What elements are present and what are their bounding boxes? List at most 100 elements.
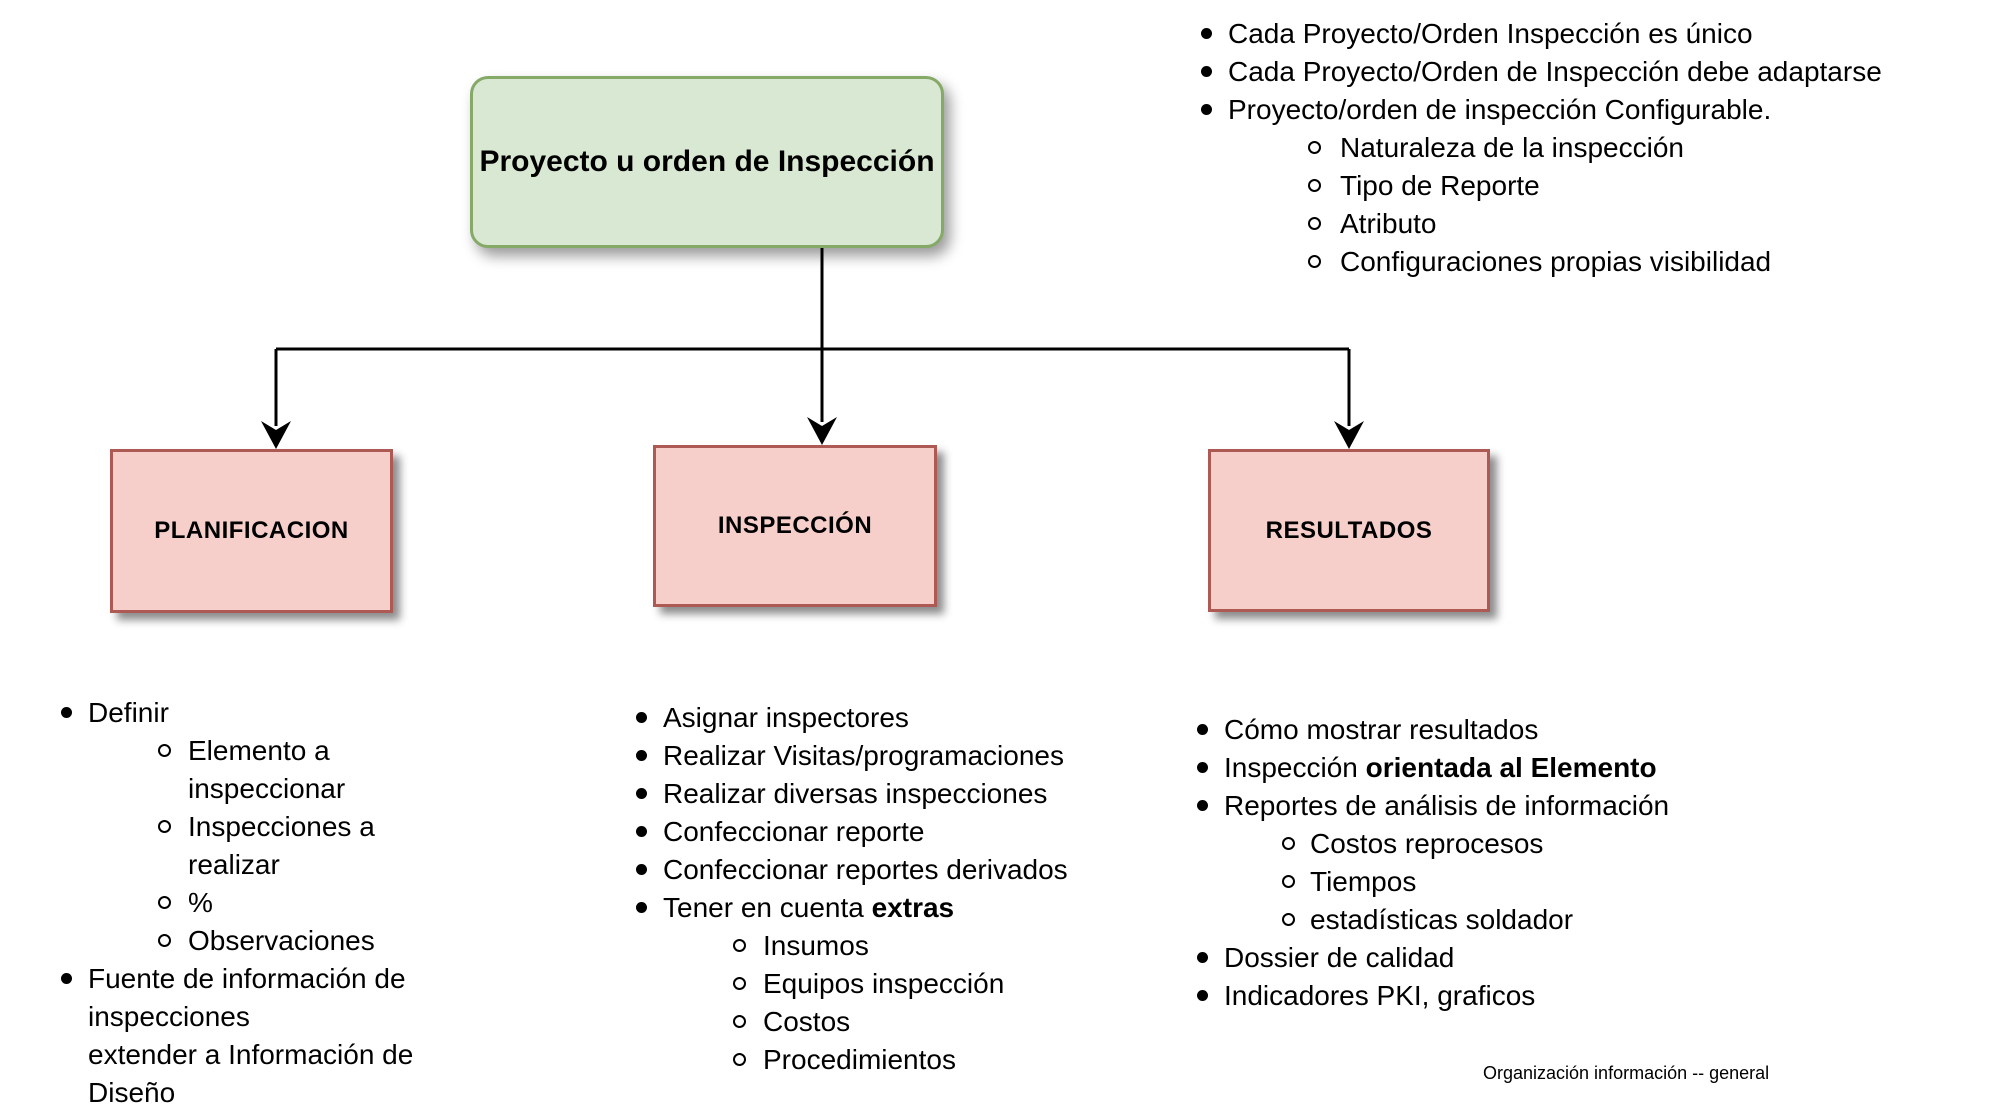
list-item-text: Naturaleza de la inspección — [1340, 132, 1684, 163]
branch-box-resultados: RESULTADOS — [1208, 449, 1490, 612]
list-item: Tiempos — [1186, 863, 1836, 901]
bullet-dot-icon — [636, 826, 647, 837]
bullet-dot-icon — [636, 864, 647, 875]
list-item-text: Confeccionar reportes derivados — [663, 854, 1068, 885]
list-item: Cómo mostrar resultados — [1186, 711, 1836, 749]
bullet-dot-icon — [1201, 66, 1212, 77]
bullet-circle-icon — [158, 744, 171, 757]
list-item: Insumos — [625, 927, 1195, 965]
list-item-text: Cada Proyecto/Orden Inspección es único — [1228, 18, 1753, 49]
bullet-dot-icon — [636, 788, 647, 799]
list-item: Cada Proyecto/Orden de Inspección debe a… — [1190, 53, 1990, 91]
list-item: Tipo de Reporte — [1190, 167, 1990, 205]
branch-box-label: RESULTADOS — [1265, 516, 1433, 544]
list-item-text: Tiempos — [1310, 866, 1417, 897]
list-item: % — [50, 884, 470, 922]
bullet-circle-icon — [733, 939, 746, 952]
list-item: Fuente de información de inspecciones ex… — [50, 960, 470, 1104]
bullet-circle-icon — [1308, 141, 1321, 154]
list-item: Atributo — [1190, 205, 1990, 243]
list-item-text: Inspección orientada al Elemento — [1224, 752, 1657, 783]
list-item: Asignar inspectores — [625, 699, 1195, 737]
list-item-text: Atributo — [1340, 208, 1437, 239]
branch-box-label: PLANIFICACION — [154, 517, 349, 544]
list-item-text: Realizar Visitas/programaciones — [663, 740, 1064, 771]
bullet-dot-icon — [1197, 952, 1208, 963]
list-item-text: Cómo mostrar resultados — [1224, 714, 1539, 745]
bullet-circle-icon — [733, 977, 746, 990]
list-item: Costos — [625, 1003, 1195, 1041]
bullet-dot-icon — [1201, 104, 1212, 115]
list-item: Procedimientos — [625, 1041, 1195, 1079]
list-item-text: Tener en cuenta extras — [663, 892, 955, 923]
bullet-circle-icon — [733, 1053, 746, 1066]
list-item-text: Dossier de calidad — [1224, 942, 1455, 973]
bullet-dot-icon — [1197, 762, 1208, 773]
bullet-circle-icon — [1282, 913, 1295, 926]
bullet-circle-icon — [158, 934, 171, 947]
list-item-text: estadísticas soldador — [1310, 904, 1574, 935]
list-item: Configuraciones propias visibilidad — [1190, 243, 1990, 281]
list-item: estadísticas soldador — [1186, 901, 1836, 939]
list-item: Inspecciones a realizar — [50, 808, 470, 884]
list-item: Confeccionar reportes derivados — [625, 851, 1195, 889]
list-item-text: Proyecto/orden de inspección Configurabl… — [1228, 94, 1772, 125]
list-item-text: Observaciones — [188, 925, 375, 956]
arrowhead-left-icon — [261, 421, 291, 449]
bullet-dot-icon — [636, 712, 647, 723]
bullet-dot-icon — [61, 707, 72, 718]
list-item-text: Asignar inspectores — [663, 702, 909, 733]
list-item-text: Costos — [763, 1006, 851, 1037]
list-item-text: % — [188, 887, 213, 918]
bullet-dot-icon — [1197, 990, 1208, 1001]
list-item-text: Reportes de análisis de información — [1224, 790, 1670, 821]
list-item: Inspección orientada al Elemento — [1186, 749, 1836, 787]
footer-caption: Organización información -- general — [1483, 1063, 1770, 1083]
list-item-text: Costos reprocesos — [1310, 828, 1544, 859]
list-item-text: Realizar diversas inspecciones — [663, 778, 1048, 809]
list-item: Observaciones — [50, 922, 470, 960]
list-item-text: Inspecciones a realizar — [188, 811, 375, 880]
list-item-text: Elemento a inspeccionar — [188, 735, 346, 804]
list-item: Realizar Visitas/programaciones — [625, 737, 1195, 775]
bullet-circle-icon — [158, 820, 171, 833]
bullet-dot-icon — [1197, 800, 1208, 811]
list-item: Naturaleza de la inspección — [1190, 129, 1990, 167]
bullet-dot-icon — [1197, 724, 1208, 735]
list-item-text: Configuraciones propias visibilidad — [1340, 246, 1772, 277]
bullet-circle-icon — [1282, 837, 1295, 850]
list-item: Reportes de análisis de información — [1186, 787, 1836, 825]
root-box-label: Proyecto u orden de Inspección — [479, 145, 935, 178]
root-box-proyecto: Proyecto u orden de Inspección — [470, 76, 944, 248]
arrowhead-center-icon — [807, 417, 837, 445]
list-item: Tener en cuenta extras — [625, 889, 1195, 927]
bullet-dot-icon — [1201, 28, 1212, 39]
list-item: Equipos inspección — [625, 965, 1195, 1003]
list-item: Confeccionar reporte — [625, 813, 1195, 851]
list-item-text: Indicadores PKI, graficos — [1224, 980, 1536, 1011]
bullet-circle-icon — [1308, 217, 1321, 230]
list-item-text: Definir — [88, 697, 169, 728]
bullet-circle-icon — [1308, 255, 1321, 268]
branch-box-label: INSPECCIÓN — [717, 512, 873, 539]
list-item-text: Insumos — [763, 930, 869, 961]
list-item-text: Fuente de información de inspecciones ex… — [88, 963, 414, 1104]
list-item: Proyecto/orden de inspección Configurabl… — [1190, 91, 1990, 129]
list-item: Indicadores PKI, graficos — [1186, 977, 1836, 1015]
arrowhead-right-icon — [1334, 421, 1364, 449]
list-item-text: Confeccionar reporte — [663, 816, 925, 847]
list-item: Costos reprocesos — [1186, 825, 1836, 863]
bullet-circle-icon — [158, 896, 171, 909]
list-item: Realizar diversas inspecciones — [625, 775, 1195, 813]
bullet-dot-icon — [636, 902, 647, 913]
list-item-text: Procedimientos — [763, 1044, 956, 1075]
bullet-circle-icon — [733, 1015, 746, 1028]
bullet-circle-icon — [1308, 179, 1321, 192]
list-item-text: Cada Proyecto/Orden de Inspección debe a… — [1228, 56, 1882, 87]
list-item-text: Tipo de Reporte — [1340, 170, 1540, 201]
